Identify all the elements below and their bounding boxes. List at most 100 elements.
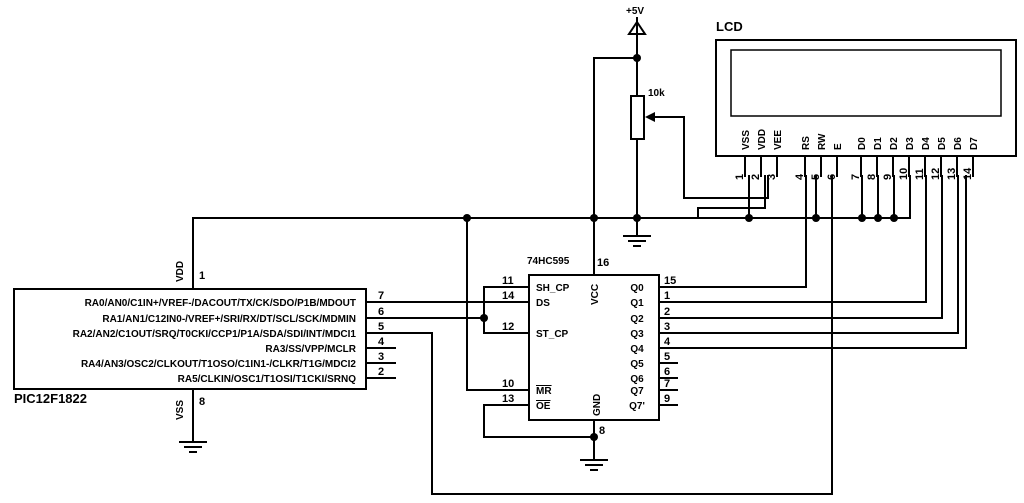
- lcd-body: [715, 39, 1017, 157]
- mcu-pin-number: 3: [378, 351, 384, 363]
- sr-left-pin-number: 13: [502, 393, 514, 405]
- microcontroller: PIC12F1822 VDD 1 VSS 8 RA0/AN0/C1IN+/VRE…: [13, 219, 396, 453]
- sr-right-pin-number: 3: [664, 321, 670, 333]
- lcd-pin-label: VSS: [741, 130, 752, 150]
- lcd-pin-number: 4: [794, 173, 806, 180]
- lcd-pin-label: VEE: [773, 130, 784, 150]
- lcd-pin-number: 12: [930, 168, 942, 180]
- lcd-pin-number: 14: [962, 167, 974, 180]
- wires: [192, 175, 967, 495]
- lcd-module: LCD VSS1VDD2VEE3RS4RW5E6D07D18D29D310D41…: [715, 19, 1017, 180]
- pot-wiper-arrow-icon: [645, 112, 655, 122]
- lcd-screen: [730, 49, 1002, 117]
- sr-right-pin-label: Q7': [629, 401, 645, 412]
- enable-wire: [365, 175, 833, 495]
- mcu-vdd-label: VDD: [175, 261, 186, 282]
- sr-right-pin-label: Q6: [630, 374, 644, 385]
- supply-5v: +5V: [626, 6, 647, 57]
- sr-left-pin-label: DS: [536, 298, 550, 309]
- sr-right-pin-number: 2: [664, 306, 670, 318]
- mcu-pin-label: RA1/AN1/C12IN0-/VREF+/SRI/RX/DT/SCL/SCK/…: [102, 314, 356, 325]
- sr-right-pin-number: 15: [664, 275, 676, 287]
- mcu-pin-label: RA5/CLKIN/OSC1/T1OSI/T1CKI/SRNQ: [178, 374, 357, 385]
- mcu-pin-number: 4: [378, 336, 385, 348]
- mcu-name: PIC12F1822: [14, 391, 87, 406]
- lcd-pin-label: E: [833, 143, 844, 150]
- mcu-vss-pin-number: 8: [199, 396, 205, 408]
- mcu-pin-number: 5: [378, 321, 384, 333]
- mcu-pin-label: RA3/SS/VPP/MCLR: [265, 344, 356, 355]
- sr-right-pin-number: 7: [664, 378, 670, 390]
- mcu-vdd-pin-number: 1: [199, 270, 205, 282]
- junction-dot: [480, 314, 488, 322]
- sr-right-pin-label: Q7: [630, 386, 644, 397]
- sr-name: 74HC595: [527, 256, 570, 267]
- lcd-vdd-wire: [697, 175, 766, 219]
- q0-wire: [658, 175, 807, 288]
- lcd-pin-number: 3: [766, 174, 778, 180]
- sr-vcc-pin-number: 16: [597, 257, 609, 269]
- sr-left-pin-label: MR: [536, 386, 552, 397]
- sr-left-pin-number: 11: [502, 275, 514, 287]
- mr-wire: [466, 217, 530, 391]
- lcd-pin-label: RW: [817, 133, 828, 150]
- mcu-pin-number: 6: [378, 306, 384, 318]
- sr-left-pin-number: 12: [502, 321, 514, 333]
- sr-left-pin-label: ST_CP: [536, 329, 569, 340]
- sr-right-pin-label: Q2: [630, 314, 644, 325]
- mcu-vss-label: VSS: [175, 400, 186, 420]
- q2-wire: [658, 175, 943, 319]
- lcd-pin-number: 10: [898, 168, 910, 180]
- mcu-pin-label: RA2/AN2/C1OUT/SRQ/T0CKI/CCP1/P1A/SDA/SDI…: [73, 329, 357, 340]
- lcd-title: LCD: [716, 19, 743, 34]
- sr-right-pin-number: 6: [664, 366, 670, 378]
- pot-wiper-wire: [654, 116, 769, 199]
- clk-split-wire: [483, 286, 530, 334]
- sr-right-pin-label: Q1: [630, 298, 644, 309]
- lcd-pin-label: D3: [905, 137, 916, 150]
- pot-label: 10k: [648, 88, 665, 99]
- lcd-pin-number: 2: [750, 174, 762, 180]
- ground-icon: [623, 235, 651, 247]
- lcd-pin-label: D2: [889, 137, 900, 150]
- shift-register: 74HC595 VCC 16 GND 8 SH_CP11DS14ST_CP12M…: [496, 57, 678, 471]
- supply-label: +5V: [626, 6, 644, 17]
- lcd-pin-label: D4: [921, 137, 932, 150]
- ground-icon: [179, 441, 207, 453]
- sr-left-pin-label: OE: [536, 401, 551, 412]
- ground-icon: [580, 459, 608, 471]
- mcu-pin-label: RA0/AN0/C1IN+/VREF-/DACOUT/TX/CK/SDO/P1B…: [85, 298, 356, 309]
- lcd-pin-number: 7: [850, 174, 862, 180]
- oe-wire: [483, 404, 595, 438]
- sr-vcc-label: VCC: [590, 284, 601, 305]
- q1-wire: [658, 175, 927, 303]
- sr-right-pin-label: Q3: [630, 329, 644, 340]
- sr-gnd-label: GND: [592, 394, 603, 416]
- mcu-pin-number: 7: [378, 290, 384, 302]
- sr-left-pin-number: 14: [502, 290, 515, 302]
- sr-left-pin-label: SH_CP: [536, 283, 570, 294]
- sr-right-pin-label: Q4: [630, 344, 644, 355]
- sr-right-pin-number: 9: [664, 393, 670, 405]
- lcd-pin-number: 9: [882, 174, 894, 180]
- sr-right-pin-number: 4: [664, 336, 671, 348]
- sr-right-pin-number: 1: [664, 290, 670, 302]
- lcd-pin-label: RS: [801, 136, 812, 150]
- lcd-pin-label: D0: [857, 137, 868, 150]
- sr-right-pin-number: 5: [664, 351, 670, 363]
- lcd-pin-number: 13: [946, 168, 958, 180]
- mcu-body: [13, 288, 367, 390]
- supply-arrow-icon: [627, 20, 647, 35]
- q3-wire: [658, 175, 959, 334]
- lcd-pin-label: VDD: [757, 129, 768, 150]
- lcd-pin-label: D6: [953, 137, 964, 150]
- junction-dot: [633, 54, 641, 62]
- mcu-pin-label: RA4/AN3/OSC2/CLKOUT/T1OSO/C1IN1-/CLKR/T1…: [81, 359, 356, 370]
- lcd-pin-number: 1: [734, 174, 746, 180]
- sr-right-pin-label: Q5: [630, 359, 644, 370]
- q4-wire: [658, 175, 967, 349]
- lcd-pin-label: D5: [937, 137, 948, 150]
- mcu-pin-number: 2: [378, 366, 384, 378]
- lcd-pin-number: 8: [866, 174, 878, 180]
